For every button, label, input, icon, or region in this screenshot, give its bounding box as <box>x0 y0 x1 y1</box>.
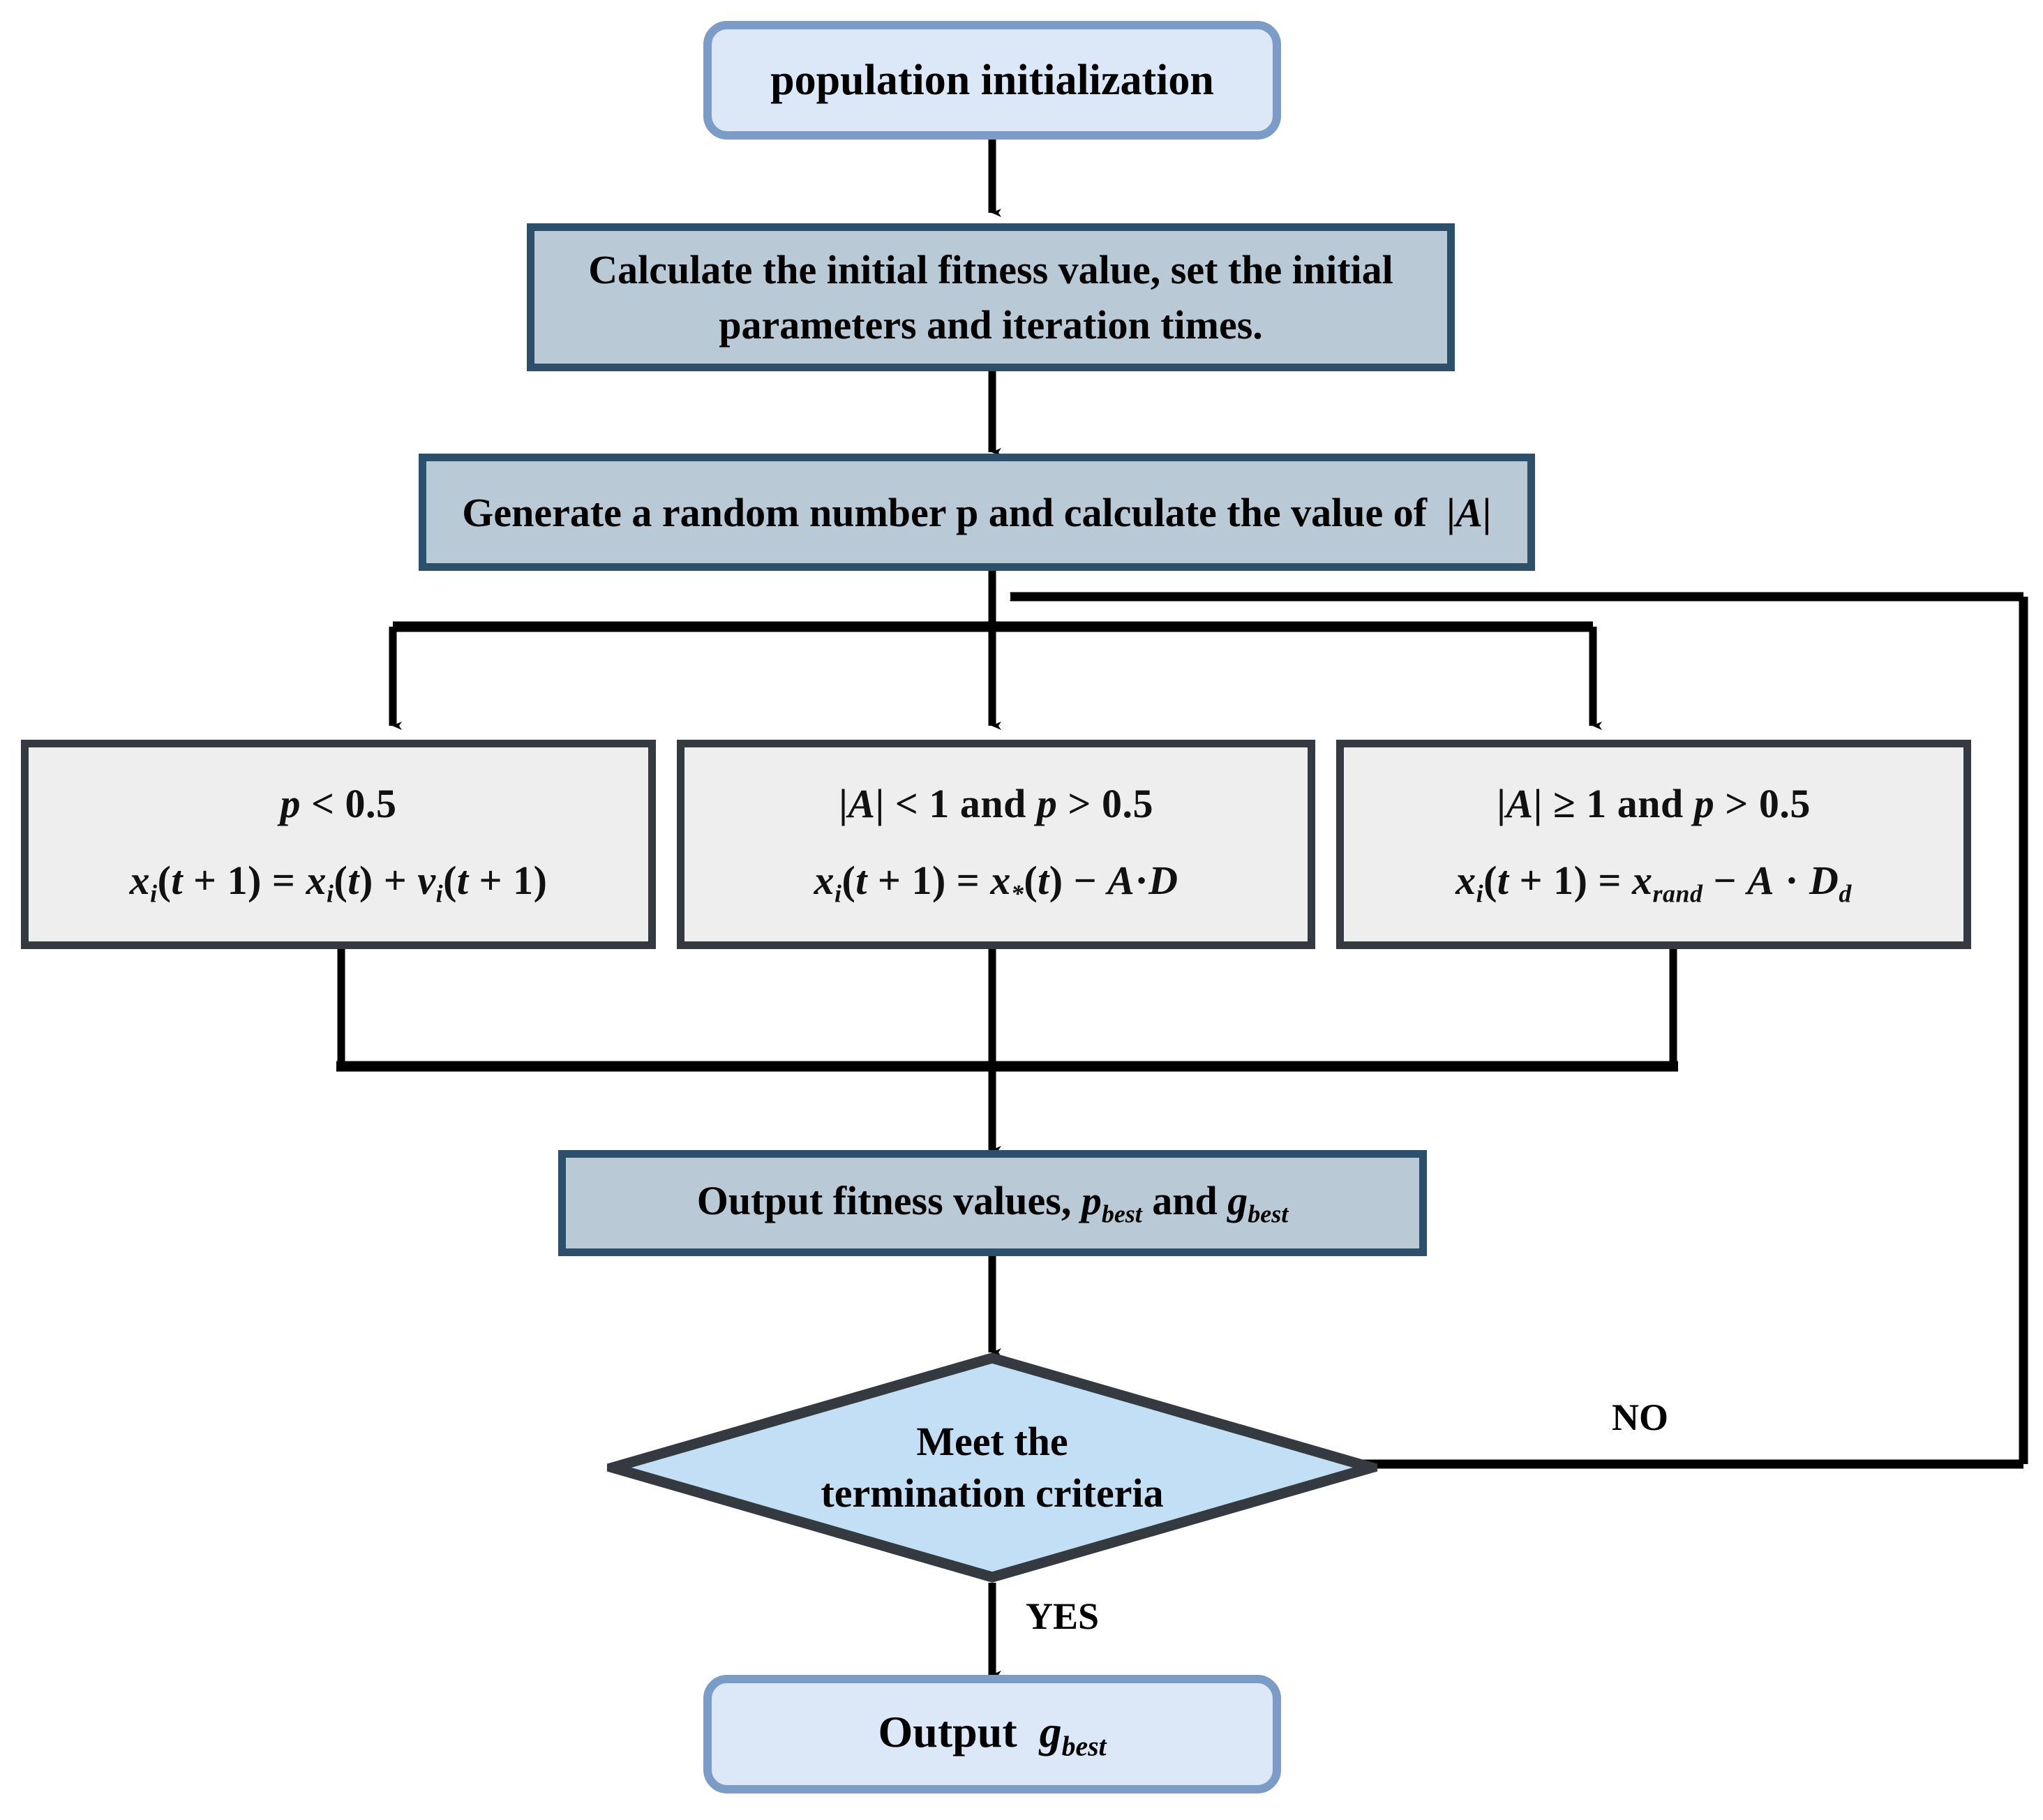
cond-right-formula: xi(t + 1) = xrand − A · Dd <box>1455 858 1852 908</box>
node-generate-text: Generate a random number p and calculate… <box>462 489 1428 535</box>
node-generate-random-number[interactable]: Generate a random number p and calculate… <box>419 454 1535 571</box>
decision-line1: Meet the <box>916 1418 1068 1464</box>
node-init-line2: parameters and iteration times. <box>719 302 1263 348</box>
cond-left-condition: p < 0.5 <box>280 781 397 827</box>
decision-diamond-shape <box>607 1352 1377 1583</box>
decision-line2: termination criteria <box>821 1470 1164 1516</box>
node-population-initialization[interactable]: population initialization <box>703 21 1281 140</box>
node-generate-math: |A| <box>1446 489 1492 535</box>
node-calculate-initial-fitness[interactable]: Calculate the initial fitness value, set… <box>527 223 1455 371</box>
cond-left-formula: xi(t + 1) = xi(t) + vi(t + 1) <box>129 858 548 908</box>
edge-label-yes: YES <box>1026 1595 1100 1637</box>
node-init-line1: Calculate the initial fitness value, set… <box>588 246 1393 292</box>
node-condition-absA-ge-1[interactable]: |A| ≥ 1 and p > 0.5 xi(t + 1) = xrand − … <box>1336 740 1971 949</box>
cond-mid-condition: |A| < 1 and p > 0.5 <box>839 781 1153 827</box>
edge-label-no: NO <box>1612 1396 1668 1438</box>
cond-mid-formula: xi(t + 1) = x*(t) − A·D <box>814 858 1178 908</box>
node-decision-termination-criteria[interactable]: Meet the termination criteria <box>607 1352 1377 1583</box>
node-end-label: Output gbest <box>878 1706 1107 1762</box>
node-output-gbest[interactable]: Output gbest <box>703 1675 1281 1793</box>
node-condition-absA-less-than-1[interactable]: |A| < 1 and p > 0.5 xi(t + 1) = x*(t) − … <box>677 740 1315 949</box>
node-output-fitness-values[interactable]: Output fitness values, pbest and gbest <box>558 1150 1427 1256</box>
output-fitness-label: Output fitness values, pbest and gbest <box>696 1178 1289 1228</box>
node-condition-p-less-than-half[interactable]: p < 0.5 xi(t + 1) = xi(t) + vi(t + 1) <box>21 740 656 949</box>
cond-right-condition: |A| ≥ 1 and p > 0.5 <box>1497 781 1811 827</box>
node-start-label: population initialization <box>770 56 1214 104</box>
